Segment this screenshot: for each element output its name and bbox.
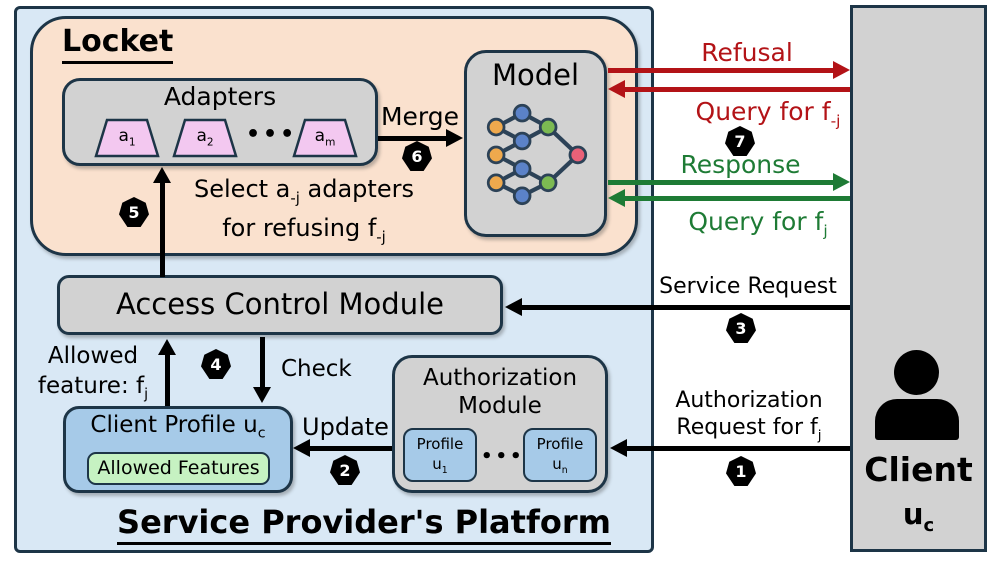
allowed-features-label: Allowed Features [97,457,260,479]
client-profile-title: Client Profile uc [90,412,266,442]
allowed-feature-arrow [158,339,176,406]
badge-3: 3 [726,313,756,343]
trapezoid-icon [94,118,160,158]
profiles-ellipsis: ••• [481,446,525,467]
trapezoid-icon [292,118,358,158]
client-box [850,5,987,552]
auth-request-arrow [610,439,850,457]
client-label: Client [864,450,973,489]
check-arrow [253,337,271,403]
profile-un-box [523,428,597,482]
authorization-module-title: Authorization Module [422,365,578,419]
adapters-title: Adapters [163,82,277,111]
profile-u1-label: Profile u1 [416,435,464,476]
trapezoid-icon [172,118,238,158]
update-arrow [293,439,392,457]
adapter-a1: a1 [94,118,160,158]
allowed-feature-label: Allowed feature: fj [37,343,149,403]
access-control-module-title: Access Control Module [116,287,444,321]
refusal-arrow [608,61,850,79]
profile-u1-box [403,428,477,482]
merge-label: Merge [380,102,460,131]
adapter-a2: a2 [172,118,238,158]
query-fnj-arrow [608,80,850,98]
neural-network-icon [486,103,588,206]
badge-1: 1 [726,456,756,486]
query-fj-label: Query for fj [688,207,828,240]
service-request-arrow [505,298,850,316]
model-box [464,50,607,237]
service-request-label: Service Request [659,274,837,299]
access-control-module-box [57,275,503,335]
allowed-features-box [87,452,270,485]
merge-arrow [378,129,463,147]
profile-un-label: Profile un [536,435,584,476]
locket-title: Locket [62,24,174,64]
client-uc-label: uc [902,497,935,536]
adapters-ellipsis: ••• [246,122,298,147]
check-label: Check [281,356,352,382]
select-adapters-arrow [153,167,171,277]
update-label: Update [302,413,389,441]
select-adapters-label: Select a-j adapters for refusing f-j [194,175,414,246]
adapter-am: am [292,118,358,158]
platform-title: Service Provider's Platform [104,503,624,546]
refusal-label: Refusal [701,38,793,67]
query-fnj-label: Query for f-j [695,97,841,130]
query-fj-arrow [608,189,850,207]
response-arrow [608,173,850,191]
auth-request-label: Authorization Request for fj [675,388,823,444]
model-title: Model [491,58,580,92]
